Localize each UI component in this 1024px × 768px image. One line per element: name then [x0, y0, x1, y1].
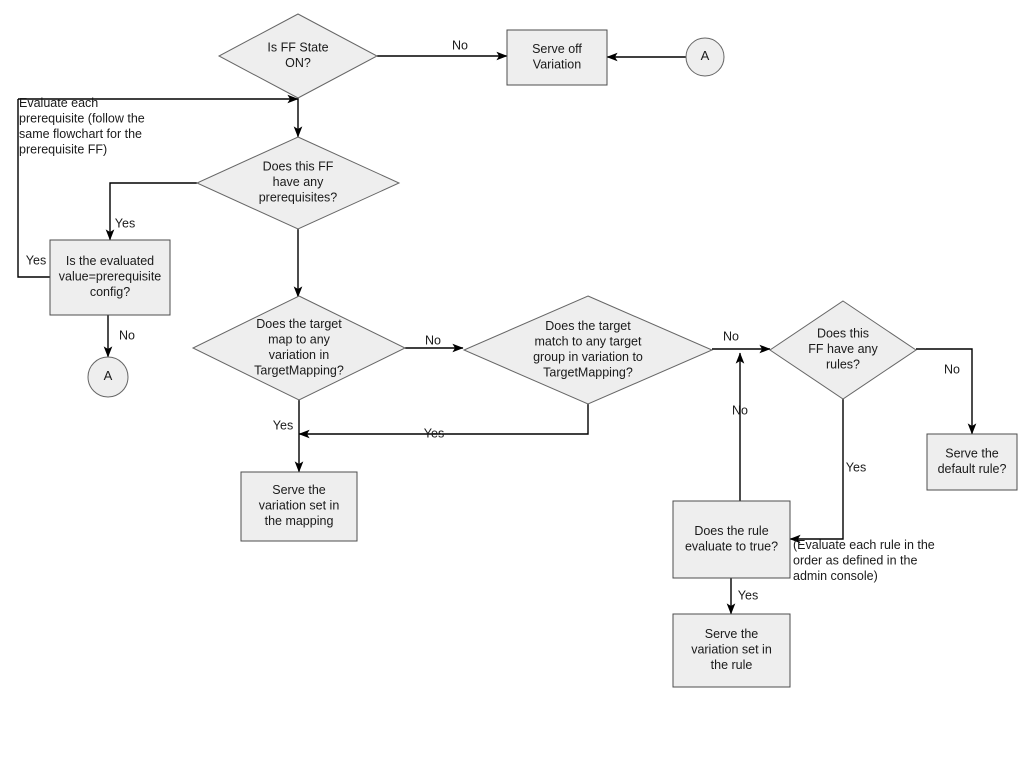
- process-shape: [49, 239, 171, 316]
- edge-label-label-match-yes: Yes: [424, 426, 444, 440]
- edge-label-label-prereq-yes: Yes: [115, 216, 135, 230]
- edge-label-label-evaluated-yes: Yes: [26, 253, 46, 267]
- edge-label-label-map-no: No: [425, 333, 441, 347]
- edge-label-label-rule-no-loop: No: [732, 403, 748, 417]
- node-label-connector-a-bottom: A: [104, 368, 113, 383]
- connector-shape: [87, 356, 129, 398]
- process-shape: [506, 29, 608, 86]
- connector-prereq-yes: [105, 182, 197, 241]
- connector-shape: [685, 37, 725, 77]
- edge-label-label-rules-no: No: [944, 362, 960, 376]
- connector-evaluated-yes-loop: [17, 99, 50, 278]
- node-connector-a-top[interactable]: A: [685, 37, 725, 77]
- process-shape: [672, 500, 791, 579]
- node-label-connector-a-top: A: [701, 48, 710, 63]
- edge-label-label-match-no: No: [723, 329, 739, 343]
- edges-layer: [17, 51, 977, 615]
- edge-label-label-map-yes: Yes: [273, 418, 293, 432]
- connector-rules-yes: [789, 399, 844, 544]
- decision-shape: [195, 136, 401, 230]
- edge-label-label-evaluated-no: No: [119, 328, 135, 342]
- node-connector-a-bottom[interactable]: A: [87, 356, 129, 398]
- connector-match-yes: [298, 404, 589, 439]
- process-shape: [926, 433, 1018, 491]
- decision-shape: [217, 13, 379, 99]
- process-shape: [672, 613, 791, 688]
- connector-rules-no: [916, 348, 977, 435]
- process-shape: [240, 471, 358, 542]
- edge-label-label-ff-state-no: No: [452, 38, 468, 52]
- edge-label-label-rule-yes: Yes: [738, 588, 758, 602]
- decision-shape: [462, 295, 714, 405]
- decision-shape: [769, 300, 917, 400]
- edge-label-label-rules-yes: Yes: [846, 460, 866, 474]
- decision-shape: [191, 295, 407, 401]
